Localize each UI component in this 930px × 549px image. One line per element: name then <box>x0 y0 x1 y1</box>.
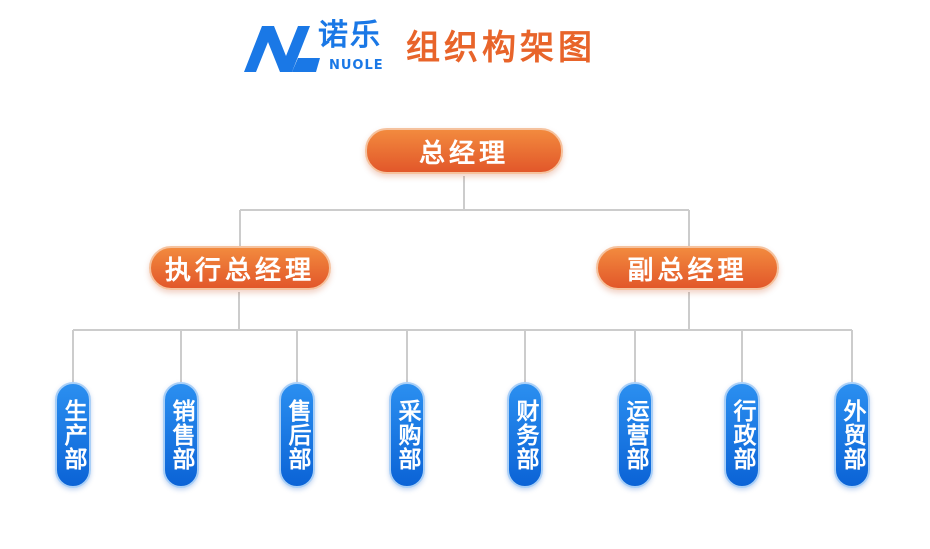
nuole-logo-icon <box>244 26 320 72</box>
dept-finance[interactable]: 财务部 <box>507 382 543 488</box>
brand-name-cn: 诺乐 <box>318 18 382 53</box>
dept-label: 财务部 <box>512 399 538 471</box>
brand-name-en: NUOLE <box>329 58 384 73</box>
node-executive-gm-label: 执行总经理 <box>164 255 315 286</box>
dept-label: 采购部 <box>394 399 420 471</box>
dept-label: 生产部 <box>60 399 86 471</box>
dept-purchasing[interactable]: 采购部 <box>389 382 425 488</box>
dept-operations[interactable]: 运营部 <box>617 382 653 488</box>
dept-label: 行政部 <box>729 399 755 471</box>
dept-label: 售后部 <box>284 399 310 471</box>
node-general-manager[interactable]: 总经理 <box>365 128 563 174</box>
dept-label: 运营部 <box>622 399 648 471</box>
node-executive-gm[interactable]: 执行总经理 <box>149 246 331 290</box>
dept-admin[interactable]: 行政部 <box>724 382 760 488</box>
dept-foreign-trade[interactable]: 外贸部 <box>834 382 870 488</box>
dept-label: 销售部 <box>168 399 194 471</box>
dept-sales[interactable]: 销售部 <box>163 382 199 488</box>
node-deputy-gm[interactable]: 副总经理 <box>596 246 779 290</box>
dept-after-sales[interactable]: 售后部 <box>279 382 315 488</box>
node-deputy-gm-label: 副总经理 <box>627 255 748 286</box>
node-general-manager-label: 总经理 <box>418 138 509 169</box>
dept-label: 外贸部 <box>839 399 865 471</box>
dept-production[interactable]: 生产部 <box>55 382 91 488</box>
chart-title: 组织构架图 <box>406 28 596 68</box>
